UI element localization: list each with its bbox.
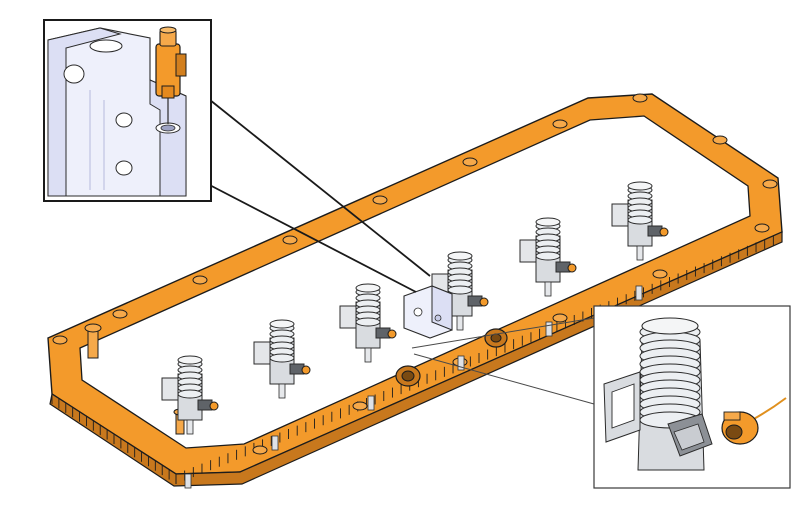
injector-coil [447,285,473,295]
frame-boss [652,269,668,279]
frame-boss [112,309,128,319]
injector-coil [269,353,295,363]
frame-boss [754,223,770,233]
injector-cap [447,251,473,261]
gasket-frame [47,93,783,489]
injector-tip [544,281,552,297]
injector-connector [387,329,397,339]
injector-row [161,181,669,435]
injector-side-box [253,341,271,365]
frame-boss [352,401,368,411]
injector-coil [535,251,561,261]
injector-coil [627,215,653,225]
injector-side-box [519,239,537,263]
frame-boss [252,445,268,455]
injector [519,217,577,297]
frame-boss [552,313,568,323]
injector-cap [269,319,295,329]
injector-connector [479,297,489,307]
detail-callout-connector [593,305,791,489]
injector-tip [278,383,286,399]
injector [339,283,397,363]
injector-connector [301,365,311,375]
injector-spring-detail [639,323,701,429]
injector-side-box [161,377,179,401]
injector-tip [364,347,372,363]
injector [253,319,311,399]
frame-boss [282,235,298,245]
injector-cap [177,355,203,365]
detail-callout-sensor [43,19,212,202]
injector-connector [659,227,669,237]
injector-connector [567,263,577,273]
connector-plug-icon [721,397,787,445]
injector-connector [209,401,219,411]
frame-studs [184,285,643,489]
injector-tip [636,245,644,261]
frame-boss [372,195,388,205]
frame-boss [52,335,68,345]
injector-cap [535,217,561,227]
injector-side-box [339,305,357,329]
injector-tip [186,419,194,435]
injector-coil [355,317,381,327]
frame-boss [192,275,208,285]
callout-leaders [199,99,595,405]
injector-tip [456,315,464,331]
injector [611,181,669,261]
sensor-plug-icon [155,26,187,124]
injector-side-box [611,203,629,227]
injector-cap [355,283,381,293]
frame-boss [712,135,728,145]
frame-boss [462,157,478,167]
frame-boss [632,93,648,103]
injector-coil [177,389,203,399]
sensor-housing [403,285,453,339]
frame-boss [762,179,778,189]
injector [161,355,219,435]
frame-boss [552,119,568,129]
injector-cap [627,181,653,191]
frame-bosses [52,93,778,455]
